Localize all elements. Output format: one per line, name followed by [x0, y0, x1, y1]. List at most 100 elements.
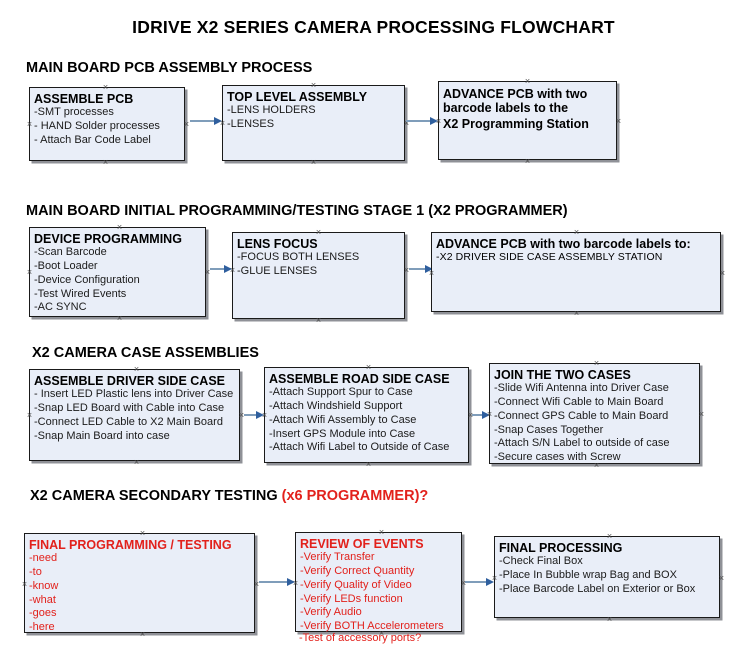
box-assemble-driver-side-case[interactable]: ASSEMBLE DRIVER SIDE CASE - Insert LED P… [29, 369, 240, 461]
box-line: -Attach Support Spur to Case [269, 386, 413, 398]
box-line: -LENS HOLDERS [227, 104, 316, 116]
box-line: -to [29, 565, 42, 578]
box-line: -Verify Correct Quantity [300, 564, 415, 577]
connector-handle-top[interactable] [364, 363, 373, 372]
box-review-of-events[interactable]: REVIEW OF EVENTS -Verify Transfer -Verif… [295, 532, 462, 632]
box-top-level-assembly[interactable]: TOP LEVEL ASSEMBLY -LENS HOLDERS -LENSES [222, 85, 405, 161]
connector-handle-top[interactable] [132, 365, 141, 374]
connector-handle-top[interactable] [605, 532, 614, 541]
connector-handle-bottom[interactable] [572, 309, 581, 318]
section-heading-text: X2 CAMERA CASE ASSEMBLIES [32, 345, 259, 361]
connector-handle-left[interactable] [260, 411, 269, 420]
connector-handle-top[interactable] [592, 359, 601, 368]
connector-handle-left[interactable] [434, 117, 443, 126]
connector-handle-bottom[interactable] [309, 158, 318, 167]
box-line: -Slide Wifi Antenna into Driver Case [494, 382, 669, 394]
connector-handle-top[interactable] [572, 228, 581, 237]
connector-handle-left[interactable] [25, 268, 34, 277]
connector-handle-left[interactable] [291, 579, 300, 588]
box-line: -Verify LEDs function [300, 592, 403, 605]
connector-handle-left[interactable] [490, 574, 499, 583]
connector-handle-left[interactable] [427, 269, 436, 278]
box-line: -Secure cases with Screw [494, 451, 621, 464]
box-line: -need [29, 552, 58, 564]
box-advance-pcb-driver-side-case[interactable]: ADVANCE PCB with two barcode labels to: … [431, 232, 721, 312]
box-line: -here [29, 621, 55, 634]
box-title: FINAL PROCESSING [499, 541, 623, 555]
connector-handle-top[interactable] [138, 529, 147, 538]
connector-handle-bottom[interactable] [364, 460, 373, 469]
box-line-overflow-test-accessory-ports: -Test of accessory ports? [299, 632, 422, 644]
box-final-programming-testing[interactable]: FINAL PROGRAMMING / TESTING -need -to -k… [24, 533, 255, 633]
connector-handle-top[interactable] [377, 528, 386, 537]
box-line: -Connect LED Cable to X2 Main Board [34, 415, 223, 428]
page-title: IDRIVE X2 SERIES CAMERA PROCESSING FLOWC… [132, 17, 615, 37]
connector-handle-bottom[interactable] [314, 316, 323, 325]
section-heading-text: MAIN BOARD INITIAL PROGRAMMING/TESTING S… [26, 203, 568, 219]
box-assemble-road-side-case[interactable]: ASSEMBLE ROAD SIDE CASE -Attach Support … [264, 367, 469, 463]
connector-handle-left[interactable] [20, 580, 29, 589]
box-title: ASSEMBLE PCB [34, 92, 134, 106]
box-advance-pcb-x2-programming-station[interactable]: ADVANCE PCB with two barcode labels to t… [438, 81, 617, 160]
connector-handle-bottom[interactable] [132, 458, 141, 467]
section-heading-text: X2 CAMERA SECONDARY TESTING [30, 488, 282, 504]
box-line: -Verify Quality of Video [300, 578, 412, 591]
box-line: -Boot Loader [34, 259, 98, 272]
box-title: JOIN THE TWO CASES [494, 368, 631, 382]
section-heading-accent: (x6 PROGRAMMER)? [281, 488, 429, 504]
box-device-programming[interactable]: DEVICE PROGRAMMING -Scan Barcode -Boot L… [29, 227, 206, 317]
connector-handle-bottom[interactable] [101, 158, 110, 167]
connector-handle-left[interactable] [25, 120, 34, 129]
box-line: -Place In Bubble wrap Bag and BOX [499, 568, 677, 581]
box-line: -Attach Wifi Assembly to Case [269, 413, 417, 426]
box-join-the-two-cases[interactable]: JOIN THE TWO CASES -Slide Wifi Antenna i… [489, 363, 700, 464]
connector-handle-bottom[interactable] [523, 157, 532, 166]
box-title: ADVANCE PCB with two barcode labels to: [436, 237, 691, 251]
connector-handle-bottom[interactable] [138, 630, 147, 639]
connector-handle-top[interactable] [314, 228, 323, 237]
box-line: -Insert GPS Module into Case [269, 427, 416, 440]
connector-handle-top[interactable] [523, 77, 532, 86]
box-title: REVIEW OF EVENTS [300, 537, 424, 551]
connector-handle-top[interactable] [115, 223, 124, 232]
box-assemble-pcb[interactable]: ASSEMBLE PCB -SMT processes - HAND Solde… [29, 87, 185, 161]
connector-handle-bottom[interactable] [115, 314, 124, 323]
box-lens-focus[interactable]: LENS FOCUS -FOCUS BOTH LENSES -GLUE LENS… [232, 232, 405, 319]
box-line: - Attach Bar Code Label [34, 133, 151, 146]
connector-handle-bottom[interactable] [592, 461, 601, 470]
box-line: -Attach Windshield Support [269, 399, 403, 412]
box-line: barcode labels to the [443, 101, 569, 115]
connector-handle-top[interactable] [101, 83, 110, 92]
arrow-final-programming-to-review-events [259, 577, 295, 587]
box-final-processing[interactable]: FINAL PROCESSING -Check Final Box -Place… [494, 536, 720, 618]
box-line: -Snap Main Board into case [34, 429, 170, 442]
connector-handle-left[interactable] [25, 411, 34, 420]
section-heading-x2-camera-secondary-testing: X2 CAMERA SECONDARY TESTING (x6 PROGRAMM… [30, 488, 428, 504]
connector-handle-left[interactable] [228, 266, 237, 275]
box-line: -SMT processes [34, 106, 114, 118]
box-line: -Verify Transfer [300, 551, 375, 563]
connector-handle-top[interactable] [309, 81, 318, 90]
box-line: -Attach S/N Label to outside of case [494, 437, 670, 450]
connector-handle-left[interactable] [218, 119, 227, 128]
connector-handle-right[interactable] [717, 574, 726, 583]
box-line: -Verify BOTH Accelerometers [300, 620, 444, 633]
box-line: -Connect GPS Cable to Main Board [494, 409, 669, 422]
box-line: -AC SYNC [34, 301, 87, 314]
box-line: -LENSES [227, 117, 275, 130]
box-title: ASSEMBLE ROAD SIDE CASE [269, 372, 450, 386]
connector-handle-bottom[interactable] [605, 615, 614, 624]
box-title: ADVANCE PCB with two [443, 87, 588, 101]
connector-handle-right[interactable] [718, 269, 727, 278]
box-line: -Connect Wifi Cable to Main Board [494, 395, 664, 408]
box-line: -know [29, 579, 59, 592]
box-title: LENS FOCUS [237, 237, 318, 251]
box-title: FINAL PROGRAMMING / TESTING [29, 538, 232, 552]
box-line: -GLUE LENSES [237, 264, 318, 277]
box-line: -Place Barcode Label on Exterior or Box [499, 582, 696, 595]
box-line: -Check Final Box [499, 555, 583, 567]
connector-handle-left[interactable] [485, 410, 494, 419]
connector-handle-right[interactable] [614, 117, 623, 126]
box-line: -Scan Barcode [34, 246, 107, 258]
connector-handle-right[interactable] [697, 410, 706, 419]
